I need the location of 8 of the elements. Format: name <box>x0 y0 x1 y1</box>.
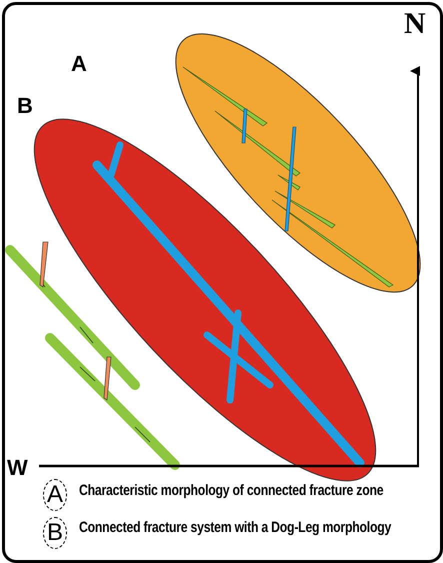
zone-letter: A <box>71 51 87 77</box>
legend-letter: A <box>43 479 67 511</box>
legend-letter: B <box>43 517 67 549</box>
legend-text: Connected fracture system with a Dog-Leg morphology <box>79 519 392 536</box>
compass-label: N <box>404 7 426 41</box>
legend-text: Characteristic morphology of connected fracture zone <box>79 482 384 499</box>
compass-label: W <box>7 455 28 481</box>
zone-letter: B <box>17 93 33 119</box>
